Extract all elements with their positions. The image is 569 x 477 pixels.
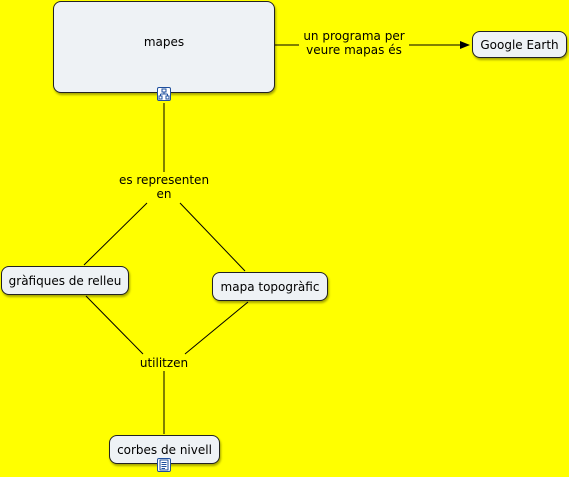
link-es-representen-en[interactable]: es representen en	[113, 173, 215, 201]
link-utilitzen-text: utilitzen	[139, 356, 189, 370]
link-un-programa-per-veure-mapas-es[interactable]: un programa per veure mapas és	[299, 29, 409, 57]
line-grafiques-to-utilitzen	[85, 295, 144, 355]
concept-grafiques-de-relleu-label: gràfiques de relleu	[8, 273, 122, 288]
concept-mapa-topografic[interactable]: mapa topogràfic	[212, 272, 328, 301]
link-es-representen-line1: es representen	[118, 173, 210, 187]
line-es-representen-to-grafiques	[83, 202, 148, 266]
document-icon[interactable]	[157, 458, 171, 472]
link-utilitzen[interactable]: utilitzen	[134, 356, 194, 370]
concept-mapes[interactable]: mapes	[53, 1, 275, 93]
concept-mapa-topografic-label: mapa topogràfic	[220, 279, 320, 294]
link-un-programa-line2: veure mapas és	[306, 43, 402, 57]
link-es-representen-line2: en	[156, 187, 172, 201]
concept-mapes-label: mapes	[143, 35, 185, 49]
concept-google-earth-label: Google Earth	[480, 37, 559, 52]
concept-corbes-de-nivell-label: corbes de nivell	[117, 442, 212, 457]
concept-grafiques-de-relleu[interactable]: gràfiques de relleu	[1, 266, 129, 295]
line-mapa-topografic-to-utilitzen	[184, 301, 249, 355]
concept-map-icon[interactable]	[157, 87, 171, 101]
line-es-representen-to-mapa-topografic	[179, 202, 246, 272]
link-un-programa-line1: un programa per	[303, 29, 405, 43]
concept-google-earth[interactable]: Google Earth	[472, 31, 567, 58]
